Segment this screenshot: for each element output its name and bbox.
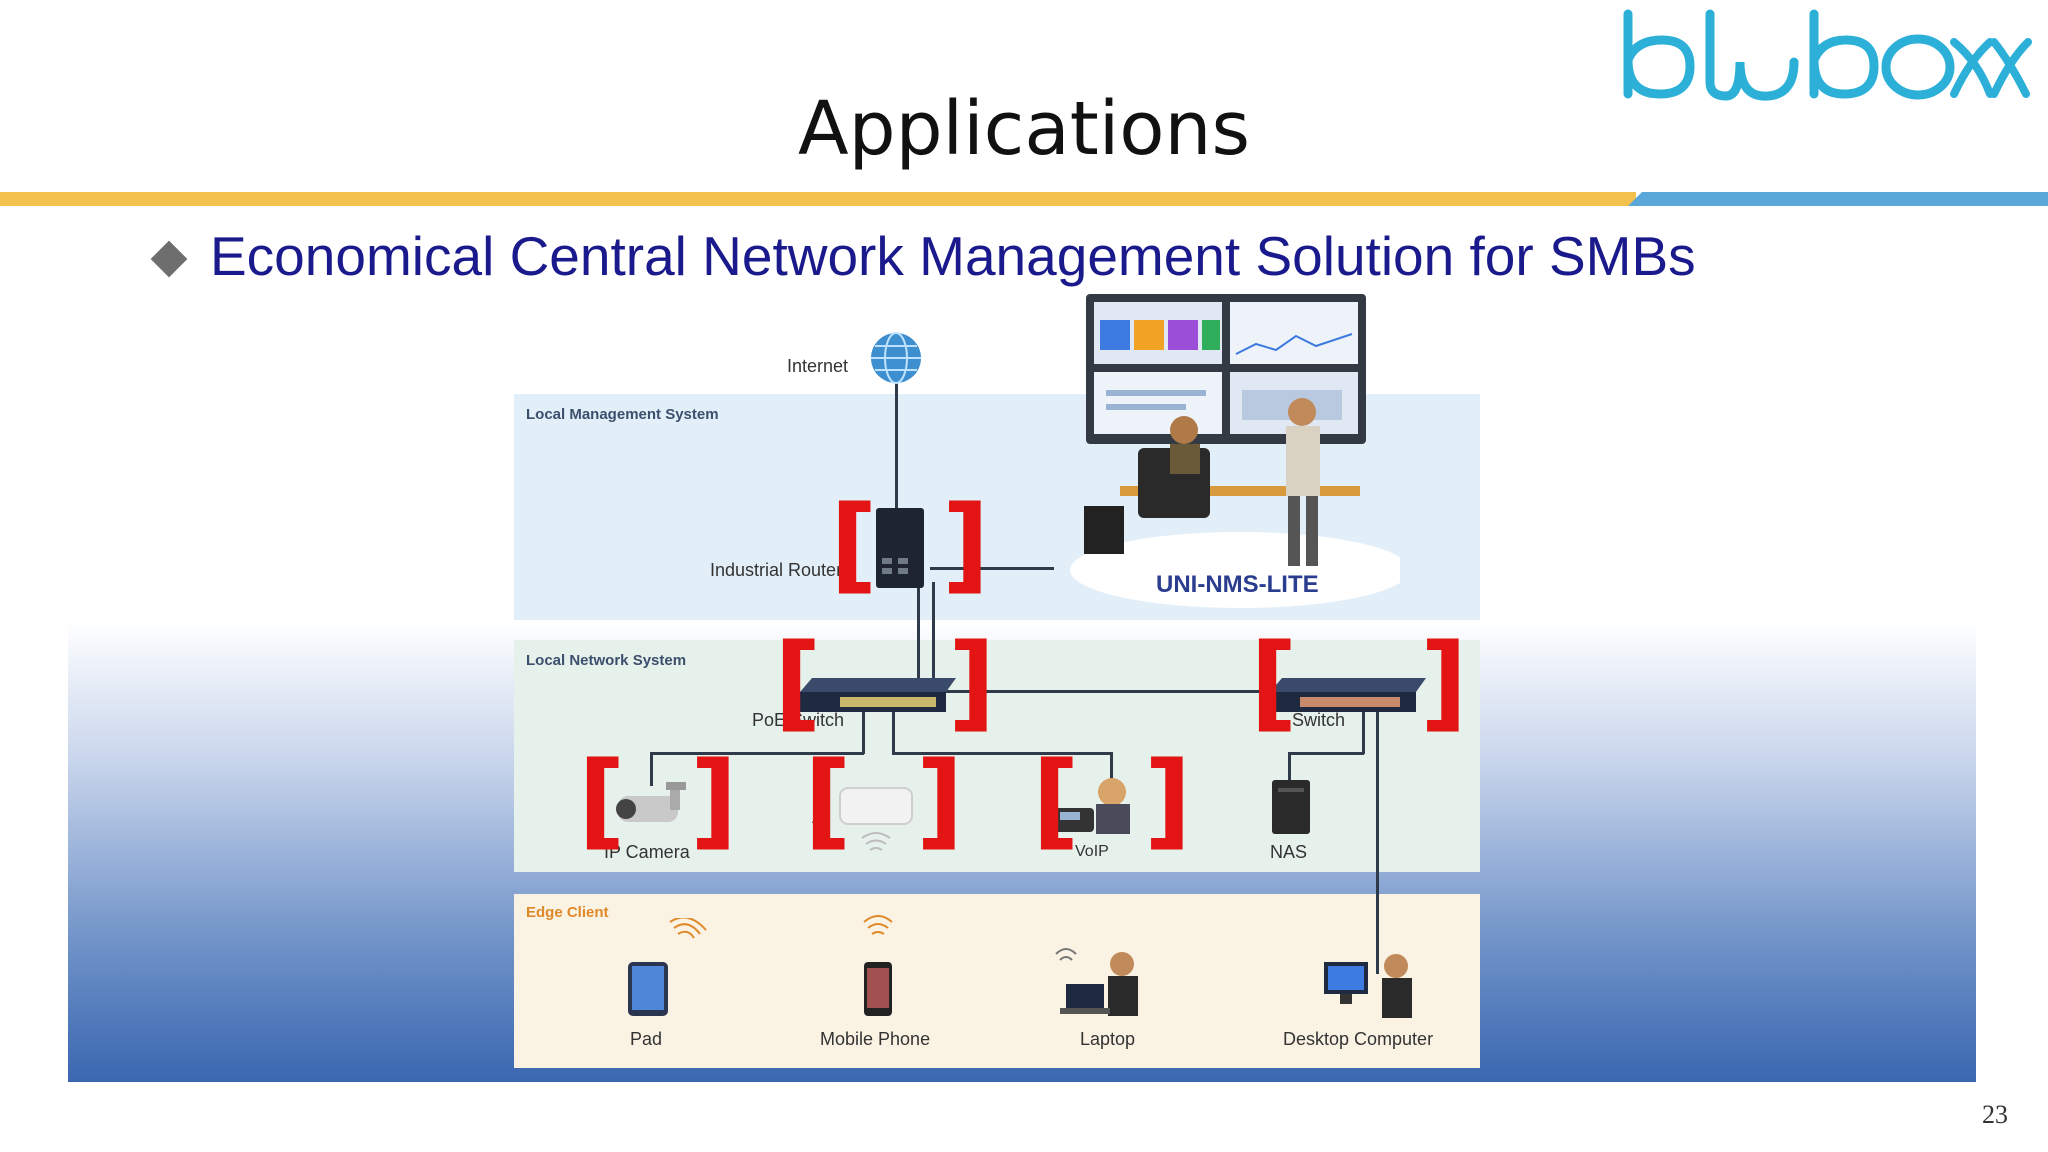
nas-icon bbox=[1272, 780, 1310, 834]
link-switch-desktop bbox=[1376, 712, 1379, 974]
highlight-switch-right: ] bbox=[1420, 621, 1468, 743]
industrial-router-icon bbox=[876, 508, 924, 588]
highlight-camera-left: [ bbox=[578, 739, 626, 861]
link-router-poe-b bbox=[932, 582, 935, 682]
link-switch-down bbox=[1362, 712, 1365, 754]
highlight-ap-left: [ bbox=[804, 739, 852, 861]
link-poe-ap-down bbox=[892, 712, 895, 754]
switch-icon bbox=[1270, 678, 1426, 712]
panel-edge-client: Edge Client bbox=[514, 894, 1480, 1068]
internet-label: Internet bbox=[787, 356, 849, 376]
panel-label-local-management: Local Management System bbox=[526, 406, 719, 423]
highlight-voip-right: ] bbox=[1144, 739, 1192, 861]
header-rule-gold bbox=[0, 192, 1636, 206]
link-router-nms bbox=[930, 567, 1054, 570]
link-router-poe-a bbox=[917, 582, 920, 682]
highlight-switch-left: [ bbox=[1250, 621, 1298, 743]
poe-switch-icon bbox=[800, 678, 956, 712]
highlight-voip-left: [ bbox=[1032, 739, 1080, 861]
mobile-phone-icon bbox=[863, 915, 893, 1016]
panel-label-edge-client: Edge Client bbox=[526, 904, 609, 921]
mobile-phone-label: Mobile Phone bbox=[820, 1029, 931, 1049]
highlight-camera-right: ] bbox=[690, 739, 738, 861]
link-poe-camera bbox=[650, 752, 864, 755]
pad-label: Pad bbox=[630, 1029, 663, 1049]
link-poe-down bbox=[862, 712, 865, 754]
link-poe-camera-v bbox=[650, 752, 653, 786]
bluboxx-logo bbox=[1623, 9, 2032, 101]
link-router-switch-h bbox=[932, 690, 1270, 693]
desktop-computer-icon bbox=[1324, 954, 1412, 1018]
subtitle: Economical Central Network Management So… bbox=[210, 225, 1696, 287]
operators-desk-illustration bbox=[1070, 398, 1400, 608]
nms-label: UNI-NMS-LITE bbox=[1156, 571, 1319, 598]
link-poe-ap-voip bbox=[892, 752, 1112, 755]
ip-camera-icon bbox=[616, 782, 686, 822]
pad-icon bbox=[628, 918, 707, 1016]
desktop-computer-label: Desktop Computer bbox=[1283, 1029, 1434, 1049]
header-rule-blue bbox=[1628, 192, 2048, 206]
link-internet-router bbox=[895, 380, 898, 510]
highlight-poe-right: ] bbox=[948, 621, 996, 743]
voip-label: VoIP bbox=[1075, 843, 1109, 860]
highlight-ap-right: ] bbox=[916, 739, 964, 861]
highlight-poe-left: [ bbox=[774, 621, 822, 743]
laptop-user-icon bbox=[1055, 948, 1138, 1016]
voip-phone-icon bbox=[1054, 778, 1130, 834]
poe-switch-label: PoE Switch bbox=[752, 710, 845, 730]
page-title: Applications bbox=[797, 86, 1251, 172]
ap-label: AP bbox=[812, 810, 831, 826]
panel-label-local-network: Local Network System bbox=[526, 652, 687, 669]
industrial-router-label: Industrial Router bbox=[710, 560, 843, 580]
globe-icon bbox=[871, 332, 921, 384]
link-switch-nas-v bbox=[1288, 752, 1291, 782]
link-voip-down bbox=[1110, 752, 1113, 782]
switch-label: Switch bbox=[1292, 710, 1346, 730]
highlight-router-right: ] bbox=[942, 483, 990, 605]
highlight-router-left: [ bbox=[830, 483, 878, 605]
ip-camera-label: IP Camera bbox=[604, 842, 690, 862]
access-point-icon bbox=[839, 787, 913, 851]
link-switch-nas bbox=[1288, 752, 1364, 755]
laptop-label: Laptop bbox=[1080, 1029, 1136, 1049]
page-number: 23 bbox=[1982, 1100, 2008, 1129]
nas-label: NAS bbox=[1270, 842, 1308, 862]
